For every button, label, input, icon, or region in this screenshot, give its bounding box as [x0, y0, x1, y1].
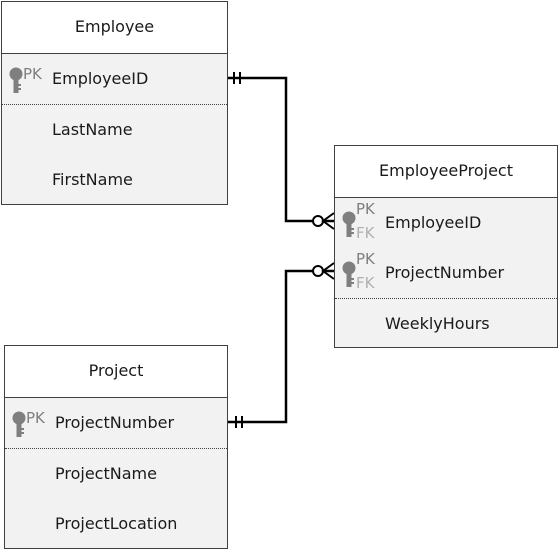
field-name: ProjectName [55, 464, 157, 483]
pk-tag: PK [356, 250, 375, 268]
crowfoot-many-mark [321, 262, 335, 280]
field-row[interactable]: ProjectLocation [5, 499, 227, 549]
field-row[interactable]: WeeklyHours [335, 299, 557, 349]
field-name: LastName [52, 120, 133, 139]
key-field-row[interactable]: PK FK ProjectNumber [335, 248, 557, 299]
field-name: WeeklyHours [385, 314, 490, 333]
key-icon [342, 261, 356, 287]
key-icon [342, 211, 356, 237]
entity-title: EmployeeProject [335, 146, 557, 198]
key-field-row[interactable]: PK FK EmployeeID [335, 198, 557, 248]
entity-title: Employee [2, 2, 227, 54]
key-icon [12, 411, 26, 437]
field-row[interactable]: LastName [2, 105, 227, 155]
field-name: EmployeeID [385, 213, 482, 232]
key-field-row[interactable]: PK EmployeeID [2, 54, 227, 105]
pk-tag: PK [356, 200, 375, 218]
field-name: ProjectLocation [55, 514, 178, 533]
employee-to-employeeproject-line [228, 76, 334, 223]
entity-title: Project [5, 346, 227, 398]
field-name: EmployeeID [52, 69, 149, 88]
crowfoot-many-mark [321, 212, 335, 230]
key-field-row[interactable]: PK ProjectNumber [5, 398, 227, 449]
field-name: ProjectNumber [55, 413, 175, 432]
pk-tag: PK [26, 409, 45, 427]
fk-tag: FK [356, 274, 375, 292]
key-icon [9, 67, 23, 93]
entity-employee[interactable]: Employee PK EmployeeID LastName FirstNam… [1, 1, 228, 205]
field-name: FirstName [52, 170, 133, 189]
entity-project[interactable]: Project PK ProjectNumber ProjectName Pro… [4, 345, 228, 549]
field-row[interactable]: FirstName [2, 155, 227, 205]
field-name: ProjectNumber [385, 263, 505, 282]
pk-tag: PK [23, 65, 42, 83]
fk-tag: FK [356, 224, 375, 242]
project-to-employeeproject-line [228, 269, 334, 424]
entity-employeeproject[interactable]: EmployeeProject PK FK EmployeeID PK FK P… [334, 145, 558, 348]
field-row[interactable]: ProjectName [5, 449, 227, 499]
